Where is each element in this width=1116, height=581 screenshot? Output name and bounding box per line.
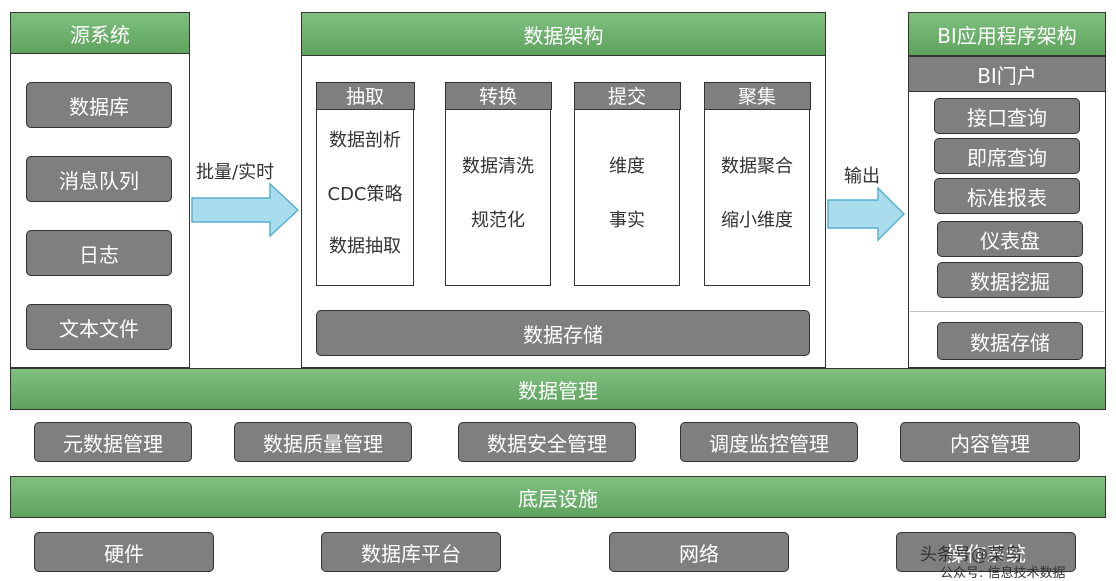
bi-item-standard-report: 标准报表 [934, 178, 1080, 214]
bi-divider [910, 311, 1104, 312]
infrastructure-bar: 底层设施 [10, 476, 1106, 518]
arch-item: 数据抽取 [329, 236, 401, 257]
watermark-line1: 头条号@菜鸟 [920, 545, 1022, 565]
mgmt-item-content: 内容管理 [900, 422, 1080, 462]
bi-architecture-title: BI应用程序架构 [908, 12, 1106, 56]
arch-item: 事实 [609, 210, 645, 231]
arrow-label-output: 输出 [844, 166, 880, 187]
bi-portal-bar: BI门户 [908, 56, 1106, 92]
arch-item: 数据清洗 [462, 156, 534, 177]
right-arrow-icon [827, 186, 906, 242]
bi-item-interface-query: 接口查询 [934, 98, 1080, 134]
mgmt-item-data-security: 数据安全管理 [458, 422, 636, 462]
watermark-line2: 公众号: 信息技术数据 [940, 566, 1066, 581]
arch-item: 维度 [609, 156, 645, 177]
arch-item: 缩小维度 [721, 210, 793, 231]
arch-column-title: 聚集 [703, 81, 811, 110]
bi-item-data-mining: 数据挖掘 [937, 262, 1083, 298]
arch-item: 数据剖析 [329, 130, 401, 151]
bi-item-adhoc-query: 即席查询 [934, 138, 1080, 174]
arch-column-deliver: 提交 [573, 81, 681, 286]
arch-column-title: 转换 [444, 81, 552, 110]
data-management-bar: 数据管理 [10, 368, 1106, 410]
bi-item-dashboard: 仪表盘 [937, 221, 1083, 257]
source-item-text-file: 文本文件 [26, 304, 172, 350]
arch-data-storage: 数据存储 [316, 310, 810, 356]
mgmt-item-data-quality: 数据质量管理 [234, 422, 412, 462]
arch-item: 规范化 [471, 210, 525, 231]
infra-item-operating-system: 操作系统 [896, 532, 1076, 572]
mgmt-item-schedule-monitor: 调度监控管理 [680, 422, 858, 462]
source-system-title: 源系统 [10, 12, 190, 54]
arch-column-aggregate: 聚集 [703, 81, 811, 286]
arrow-label-batch-realtime: 批量/实时 [196, 162, 275, 183]
source-item-message-queue: 消息队列 [26, 156, 172, 202]
arch-item: CDC策略 [327, 184, 403, 205]
data-architecture-title: 数据架构 [301, 12, 826, 56]
arch-item: 数据聚合 [721, 156, 793, 177]
right-arrow-icon [191, 182, 300, 238]
arch-column-title: 抽取 [315, 81, 415, 110]
infra-item-hardware: 硬件 [34, 532, 214, 572]
mgmt-item-metadata: 元数据管理 [34, 422, 192, 462]
bi-data-storage: 数据存储 [937, 322, 1083, 360]
source-item-database: 数据库 [26, 82, 172, 128]
infra-item-database-platform: 数据库平台 [321, 532, 501, 572]
source-item-log: 日志 [26, 230, 172, 276]
infra-item-network: 网络 [609, 532, 789, 572]
arch-column-transform: 转换 [444, 81, 552, 286]
arch-column-title: 提交 [573, 81, 681, 110]
arch-column-extract: 抽取 [315, 81, 415, 286]
